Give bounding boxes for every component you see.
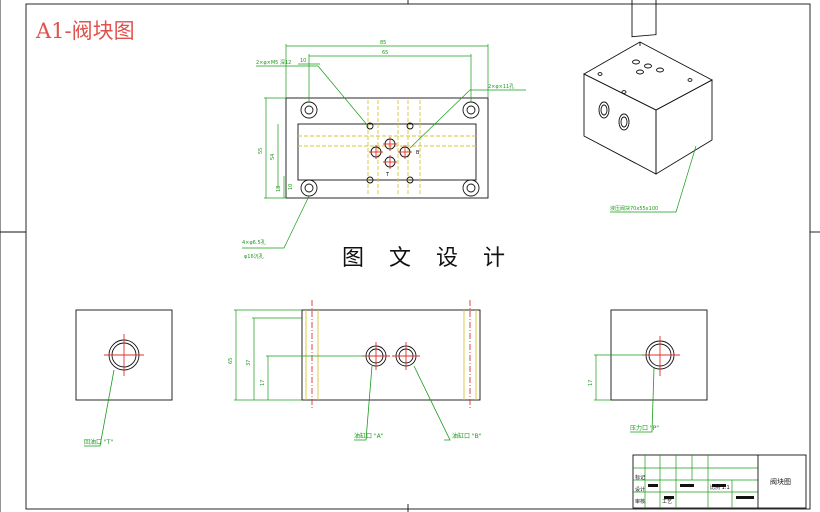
port-label-t: T [385,172,390,178]
right-side-view: 17 压力口 "P" [588,309,708,433]
front-view-outline [301,309,481,401]
dim-inner: 65 [382,50,388,56]
tb-part-name: 阀块图 [770,477,791,486]
tb-cell-2: 设计 [635,486,645,493]
front-dim-h1: 65 [228,358,234,364]
mount-hole-tl [300,101,318,119]
top-view-step [297,123,477,181]
iso-note: 液压阀块70x55x100 [610,205,658,212]
drawing-title: A1-阀块图 [35,19,135,43]
isometric-view: 液压阀块70x55x100 [583,0,713,213]
dim-e: 10 [288,184,294,190]
top-view-outline [285,97,489,199]
note-hole: 2×φ×11孔 [488,83,514,90]
front-dim-h3: 17 [260,380,266,386]
tb-cell-5: 比例 1:1 [710,484,730,491]
front-view: 65 37 17 油缸口 "A" 油缸口 "B" [228,300,482,441]
right-dim: 17 [588,380,594,386]
dim-small: 10 [300,58,306,64]
tb-cell-4: 工艺 [662,499,672,505]
port-label-b: B [416,150,420,156]
mount-hole-bl [300,179,318,197]
banner-text: 图 文 设 计 [342,246,514,271]
left-view-label: 回油口 "T" [84,438,113,446]
right-view-label: 压力口 "P" [630,424,659,432]
title-block: 标记 设计 审核 工艺 比例 1:1 阀块图 [632,454,807,509]
sheet-border [25,3,811,510]
dim-overall: 85 [380,40,386,46]
left-view-outline [75,309,173,401]
front-label-b: 油缸口 "B" [452,432,482,440]
left-side-view: 回油口 "T" [75,309,173,447]
note-m5: 2×φ×M5 深12 [256,59,291,66]
note-mount: 4×φ6.5孔 [242,239,266,246]
tb-cell-3: 审核 [635,498,645,505]
dim-b: 54 [270,154,276,160]
note-counterbore: φ16沉孔 [244,253,264,260]
front-label-a: 油缸口 "A" [354,432,384,440]
tb-cell-1: 标记 [635,474,645,481]
top-view: T B 85 65 10 55 54 18 10 2×φ×M5 深12 2×φ×… [242,40,526,260]
mount-hole-br [462,179,480,197]
dim-height: 55 [258,148,264,154]
dim-c: 18 [276,186,282,192]
front-dim-h2: 37 [246,360,252,366]
mount-hole-tr [462,101,480,119]
